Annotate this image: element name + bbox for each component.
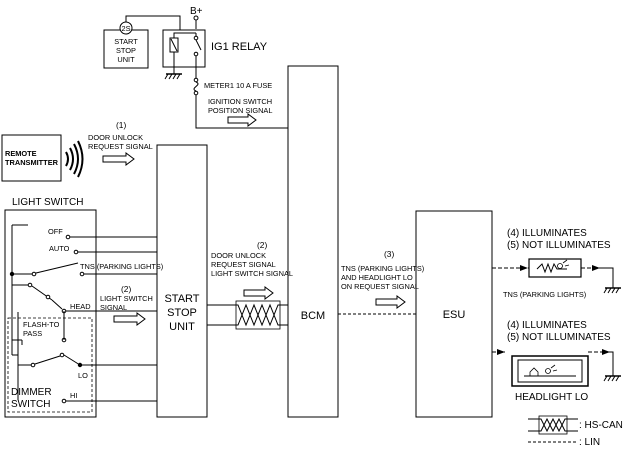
tns-output-line2: (5) NOT ILLUMINATES <box>507 240 611 251</box>
ig1-relay-label: IG1 RELAY <box>211 41 268 53</box>
lo-label: LO <box>78 371 88 380</box>
fuse-label: METER1 10 A FUSE <box>204 81 272 90</box>
remote-transmitter-box <box>1 134 62 182</box>
start-stop-unit: START STOP UNIT <box>156 144 208 418</box>
ssu-line1: START <box>164 293 199 305</box>
off-contact <box>65 234 71 240</box>
esu-box <box>415 210 493 418</box>
remote-transmitter: REMOTE TRANSMITTER <box>1 134 84 182</box>
step2b-signals: (2) DOOR UNLOCK REQUEST SIGNAL LIGHT SWI… <box>211 240 293 300</box>
legend-lin-label: : LIN <box>579 437 600 448</box>
ignition-signal-arrow <box>227 113 257 127</box>
step2b-line2: REQUEST SIGNAL <box>211 260 276 269</box>
head-label: HEAD <box>70 302 91 311</box>
small-unit-line3: UNIT <box>117 55 135 64</box>
bcm-box <box>287 65 339 418</box>
headlight-output-line1: (4) ILLUMINATES <box>507 320 587 331</box>
tns-lamp-filament-icon <box>536 262 567 274</box>
small-unit-line1: START <box>114 37 138 46</box>
legend-hscan-symbol <box>528 417 578 433</box>
bplus-label: B+ <box>190 6 203 17</box>
radio-wave-icon <box>65 140 84 178</box>
dimmer-switch-line1: DIMMER <box>11 387 52 398</box>
start-stop-unit-box <box>156 144 208 418</box>
step1-number: (1) <box>116 120 126 130</box>
step2a-arrow <box>113 312 146 326</box>
step2a-line2: SIGNAL <box>100 303 127 312</box>
step2b-line1: DOOR UNLOCK <box>211 251 266 260</box>
auto-contact <box>73 249 79 255</box>
esu: ESU <box>415 210 493 418</box>
remote-line2: TRANSMITTER <box>5 158 59 167</box>
dimmer-switch-lever <box>34 355 61 365</box>
headlight-output-line2: (5) NOT ILLUMINATES <box>507 332 611 343</box>
small-start-stop-unit: 2S START STOP UNIT <box>103 15 181 69</box>
light-switch: LIGHT SWITCH OFF AUTO TNS (PARKING LIGHT… <box>4 197 163 418</box>
hi-contact <box>61 398 67 404</box>
remote-line1: REMOTE <box>5 149 37 158</box>
ssu-line2: STOP <box>167 307 197 319</box>
headlight-lamp-label: HEADLIGHT LO <box>515 392 588 403</box>
off-label: OFF <box>48 227 63 236</box>
flash-label-line2: PASS <box>23 329 42 338</box>
tns-contact <box>79 271 85 277</box>
main-switch-lever <box>35 262 79 274</box>
fuse-symbol <box>193 81 199 92</box>
bcm: BCM <box>287 65 339 418</box>
step2a-number: (2) <box>121 284 131 294</box>
step3-number: (3) <box>384 249 394 259</box>
ignition-signal-line1: IGNITION SWITCH <box>208 97 272 106</box>
hs-can-bus-ssu-bcm <box>207 300 288 330</box>
legend: : HS-CAN : LIN <box>528 415 623 448</box>
step3-line1: TNS (PARKING LIGHTS) <box>341 264 424 273</box>
step1-line2: REQUEST SIGNAL <box>88 142 153 151</box>
tns-lamp-label: TNS (PARKING LIGHTS) <box>503 290 586 299</box>
tns-label: TNS (PARKING LIGHTS) <box>80 262 163 271</box>
dimmer-switch-line2: SWITCH <box>11 399 50 410</box>
tns-lamp-box <box>528 258 582 278</box>
step1-door-unlock: (1) DOOR UNLOCK REQUEST SIGNAL <box>88 120 153 166</box>
unit-badge: 2S <box>121 24 130 33</box>
step2b-number: (2) <box>257 240 267 250</box>
bcm-label: BCM <box>301 310 325 322</box>
step3-arrow <box>375 295 406 309</box>
tns-lamp-circuit: (4) ILLUMINATES (5) NOT ILLUMINATES TNS … <box>492 228 621 299</box>
ignition-signal-line2: POSITION SIGNAL <box>208 106 272 115</box>
ignition-signal: IGNITION SWITCH POSITION SIGNAL <box>208 97 272 127</box>
ig1-relay: IG1 RELAY <box>162 29 268 80</box>
step1-line1: DOOR UNLOCK <box>88 133 143 142</box>
small-unit-line2: STOP <box>116 46 136 55</box>
tns-output-line1: (4) ILLUMINATES <box>507 228 587 239</box>
flash-label-line1: FLASH-TO <box>23 320 60 329</box>
ig1-relay-box <box>162 29 206 68</box>
step3-line3: ON REQUEST SIGNAL <box>341 282 419 291</box>
step2b-line3: LIGHT SWITCH SIGNAL <box>211 269 293 278</box>
bplus-terminal <box>193 15 199 21</box>
light-switch-box <box>4 209 97 418</box>
step3-request-signal: (3) TNS (PARKING LIGHTS) AND HEADLIGHT L… <box>341 249 424 309</box>
step3-line2: AND HEADLIGHT LO <box>341 273 413 282</box>
meter1-fuse: METER1 10 A FUSE <box>193 67 288 129</box>
step1-arrow <box>102 152 135 166</box>
step2a-line1: LIGHT SWITCH <box>100 294 153 303</box>
headlight-lo-circuit: (4) ILLUMINATES (5) NOT ILLUMINATES HEAD… <box>492 320 621 403</box>
light-switch-title: LIGHT SWITCH <box>12 197 83 208</box>
power-supply: B+ <box>190 6 203 29</box>
hi-label: HI <box>70 391 77 400</box>
step2b-arrow <box>243 286 274 300</box>
step2a-light-switch-signal: (2) LIGHT SWITCH SIGNAL <box>100 284 153 326</box>
auto-label: AUTO <box>49 244 70 253</box>
legend-hscan-label: : HS-CAN <box>579 420 623 431</box>
ssu-line3: UNIT <box>169 321 195 333</box>
esu-label: ESU <box>443 309 466 321</box>
